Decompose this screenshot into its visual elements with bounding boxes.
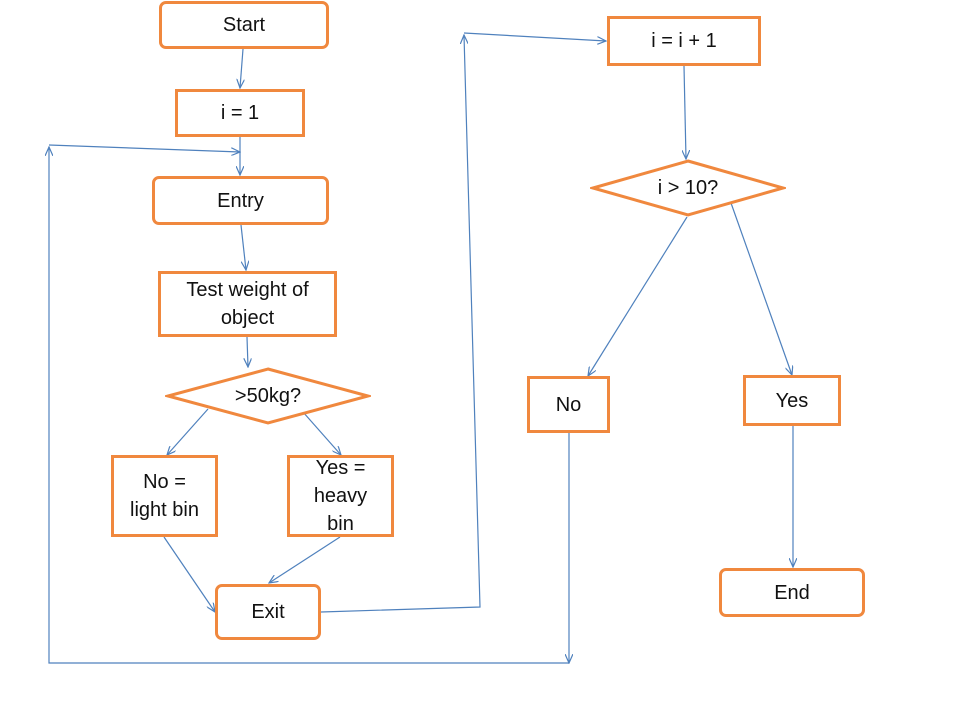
light-bin-node: No = light bin bbox=[111, 455, 218, 537]
connector-loop-to-increment bbox=[463, 32, 606, 41]
connector-entry-to-test bbox=[240, 224, 246, 270]
exit-node: Exit bbox=[215, 584, 321, 640]
start-node: Start bbox=[159, 1, 329, 49]
entry-node: Entry bbox=[152, 176, 329, 225]
connector-increment-to-decision bbox=[684, 65, 686, 159]
end-node: End bbox=[719, 568, 865, 617]
connector-decision-to-yes bbox=[730, 202, 792, 375]
no-branch-node: No bbox=[527, 376, 610, 433]
weight-decision-label: >50kg? bbox=[234, 384, 302, 407]
connector-start-to-init bbox=[240, 48, 243, 88]
connector-decision-to-no bbox=[588, 216, 688, 376]
weight-decision-shape bbox=[165, 367, 371, 425]
weight-decision-node: >50kg? bbox=[165, 367, 371, 425]
connector-decision-to-light bbox=[167, 408, 209, 455]
connector-loop-back-left bbox=[49, 147, 569, 664]
connector-heavy-to-exit bbox=[269, 536, 341, 583]
connector-test-to-decision bbox=[247, 336, 248, 367]
connector-decision-to-heavy bbox=[302, 411, 341, 455]
test-weight-node: Test weight of object bbox=[158, 271, 337, 337]
count-decision-node: i > 10? bbox=[590, 159, 786, 217]
increment-node: i = i + 1 bbox=[607, 16, 761, 66]
yes-branch-node: Yes bbox=[743, 375, 841, 426]
count-decision-label: i > 10? bbox=[657, 176, 719, 199]
heavy-bin-node: Yes = heavy bin bbox=[287, 455, 394, 537]
init-node: i = 1 bbox=[175, 89, 305, 137]
connector-light-to-exit bbox=[163, 536, 215, 612]
connector-loop-to-entry bbox=[48, 144, 240, 152]
count-decision-shape bbox=[590, 159, 786, 217]
connector-exit-to-loop-right bbox=[320, 35, 481, 613]
